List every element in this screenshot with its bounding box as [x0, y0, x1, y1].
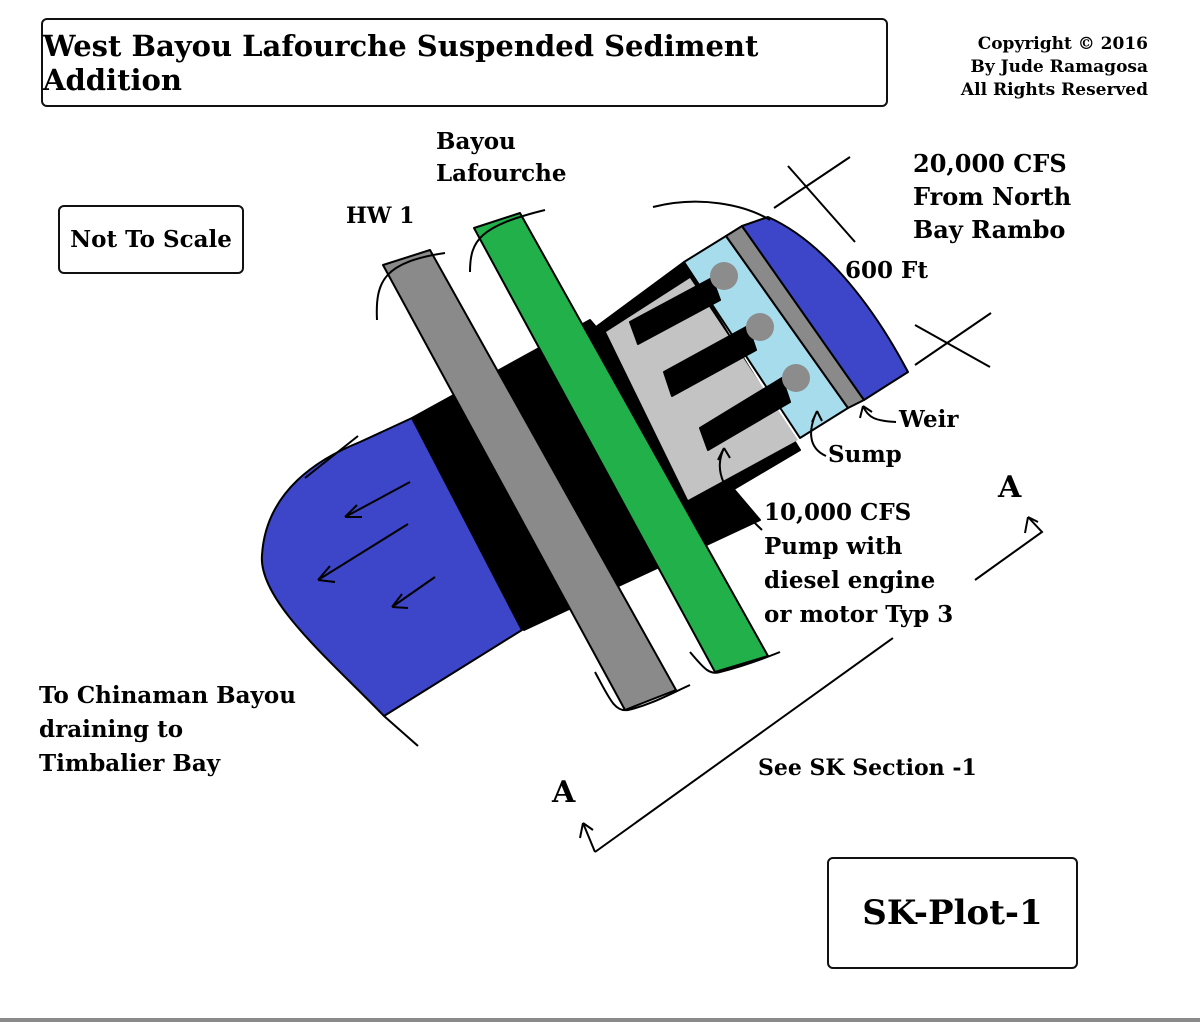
outflow-basin [260, 417, 523, 717]
outflow-edge-top [304, 435, 359, 479]
pump-head-2 [746, 313, 774, 341]
outflow-label: To Chinaman Bayou draining to Timbalier … [39, 679, 296, 781]
pump-head-1 [710, 262, 738, 290]
flow-arrow-1 [344, 481, 411, 518]
section-arrow-top [1024, 516, 1039, 534]
pump-label-line3: diesel engine [764, 567, 936, 594]
author-line: By Jude Ramagosa [970, 57, 1148, 77]
pump-leader [717, 447, 763, 531]
section-mark-bottom: A [552, 775, 576, 810]
copyright-line: Copyright © 2016 [977, 34, 1148, 54]
outflow-label-line3: Timbalier Bay [39, 750, 221, 777]
weir-leader [859, 405, 897, 423]
inflow-label-line1: 20,000 CFS [913, 149, 1067, 178]
bayou-cap-bottom [689, 651, 781, 674]
pump-head-3 [782, 364, 810, 392]
section-mark-top: A [998, 470, 1022, 505]
outflow-label-line1: To Chinaman Bayou [39, 682, 296, 709]
bayou-cap-top [469, 209, 546, 273]
bottom-border [0, 1018, 1200, 1022]
flow-arrow-2 [317, 523, 409, 583]
inflow-basin [741, 216, 909, 401]
weir-label: Weir [899, 406, 959, 433]
section-reference: See SK Section -1 [758, 755, 977, 781]
pump-pipe-1 [629, 277, 721, 345]
sheet-id: SK-Plot-1 [862, 893, 1043, 933]
sump-leader [810, 410, 827, 457]
dimension-label: 600 Ft [845, 257, 928, 284]
bayou-label: Bayou Lafourche [436, 126, 567, 190]
section-arrow-bottom [579, 822, 596, 853]
pump-label-line4: or motor Typ 3 [764, 601, 954, 628]
road-cap-bottom [594, 671, 691, 712]
pump-label-line2: Pump with [764, 533, 903, 560]
title-box: West Bayou Lafourche Suspended Sediment … [41, 18, 888, 107]
inflow-label: 20,000 CFS From North Bay Rambo [913, 147, 1071, 246]
section-line [594, 516, 1044, 853]
sump-label: Sump [828, 441, 902, 468]
rights-line: All Rights Reserved [960, 80, 1148, 100]
pump-label: 10,000 CFS Pump with diesel engine or mo… [764, 496, 953, 632]
outflow-label-line2: draining to [39, 716, 184, 743]
sheet-id-box: SK-Plot-1 [827, 857, 1078, 969]
pump-pipe-2 [663, 325, 757, 397]
dimension-tick-bottom [914, 312, 992, 368]
inflow-label-line2: From North [913, 182, 1072, 211]
dimension-tick-top [773, 156, 856, 243]
road-cap-top [375, 252, 446, 321]
flow-arrow-3 [391, 576, 436, 609]
inflow-arc [652, 200, 771, 221]
highway-label: HW 1 [346, 203, 415, 229]
outflow-edge-bottom [383, 715, 419, 747]
bayou-label-line1: Bayou [436, 128, 516, 155]
pump-label-line1: 10,000 CFS [764, 499, 912, 526]
scale-note: Not To Scale [70, 226, 232, 253]
diagram-title: West Bayou Lafourche Suspended Sediment … [43, 28, 759, 97]
inflow-label-line3: Bay Rambo [913, 215, 1066, 244]
bayou-label-line2: Lafourche [436, 160, 567, 187]
copyright-block: Copyright © 2016 By Jude Ramagosa All Ri… [930, 33, 1148, 102]
pump-pipe-3 [699, 377, 791, 451]
scale-note-box: Not To Scale [58, 205, 244, 274]
highway-road [382, 249, 677, 711]
